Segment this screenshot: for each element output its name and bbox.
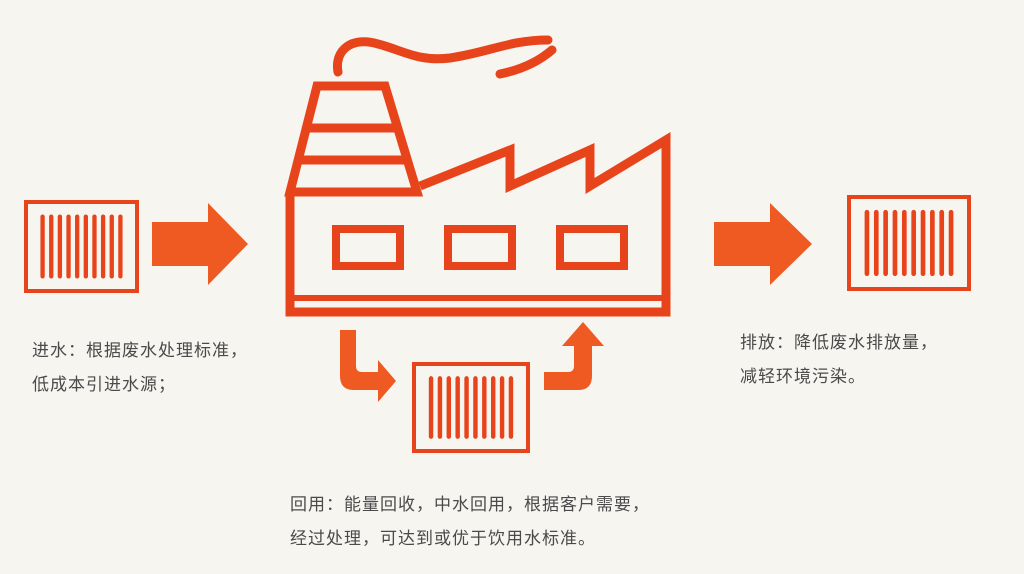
inflow-caption: 进水：根据废水处理标准， 低成本引进水源； xyxy=(32,334,248,402)
tank-bar xyxy=(92,214,97,279)
tank-bar xyxy=(490,376,496,439)
tank-bar xyxy=(892,209,898,277)
inflow-arrow-icon xyxy=(152,203,248,285)
tank-bar xyxy=(109,214,114,279)
tank-bar xyxy=(118,214,123,279)
reuse-tank-icon xyxy=(412,362,530,453)
tank-frame xyxy=(24,200,139,293)
tank-bar xyxy=(920,209,926,277)
tank-bar xyxy=(428,376,434,439)
tank-bar xyxy=(473,376,478,439)
tank-bar xyxy=(939,209,945,277)
tank-bar xyxy=(464,376,469,439)
tank-bar xyxy=(40,214,45,279)
factory-icon xyxy=(284,35,671,317)
tank-bar xyxy=(499,376,505,439)
tank-bar xyxy=(49,214,54,279)
tank-bar xyxy=(873,209,879,277)
outflow-caption: 排放：降低废水排放量， 减轻环境污染。 xyxy=(740,326,938,394)
tank-bar xyxy=(57,214,63,279)
tank-bar xyxy=(446,376,452,439)
tank-bar xyxy=(930,209,935,277)
inflow-caption-line2: 低成本引进水源； xyxy=(32,375,176,395)
outflow-tank-icon xyxy=(847,195,971,291)
outflow-arrow-icon xyxy=(714,203,812,285)
tank-bar xyxy=(482,376,487,439)
tank-frame xyxy=(847,195,971,291)
tank-bar xyxy=(100,214,106,279)
tank-bar xyxy=(883,209,888,277)
inflow-tank-icon xyxy=(24,200,139,293)
tank-bar xyxy=(455,376,460,439)
smoke-icon xyxy=(332,35,553,77)
outflow-caption-line1: 排放：降低废水排放量， xyxy=(740,333,938,353)
inflow-caption-line1: 进水：根据废水处理标准， xyxy=(32,341,248,361)
tank-frame xyxy=(412,362,530,453)
outflow-caption-line2: 减轻环境污染。 xyxy=(740,367,866,387)
tank-bar xyxy=(508,376,514,439)
down-to-tank-arrow-icon xyxy=(340,330,396,402)
reuse-caption: 回用：能量回收，中水回用，根据客户需要， 经过处理，可达到或优于饮用水标准。 xyxy=(290,488,650,556)
tank-bar xyxy=(948,209,954,277)
reuse-caption-line2: 经过处理，可达到或优于饮用水标准。 xyxy=(290,529,596,549)
tank-bar xyxy=(911,209,917,277)
tank-to-factory-arrow-icon xyxy=(544,322,604,390)
smoke-icon xyxy=(495,45,557,79)
tank-bar xyxy=(901,209,907,277)
tank-bar xyxy=(437,376,443,439)
tank-bar xyxy=(83,214,88,279)
reuse-caption-line1: 回用：能量回收，中水回用，根据客户需要， xyxy=(290,495,650,515)
tank-bar xyxy=(864,209,870,277)
tank-bar xyxy=(66,214,71,279)
tank-bar xyxy=(75,214,80,279)
